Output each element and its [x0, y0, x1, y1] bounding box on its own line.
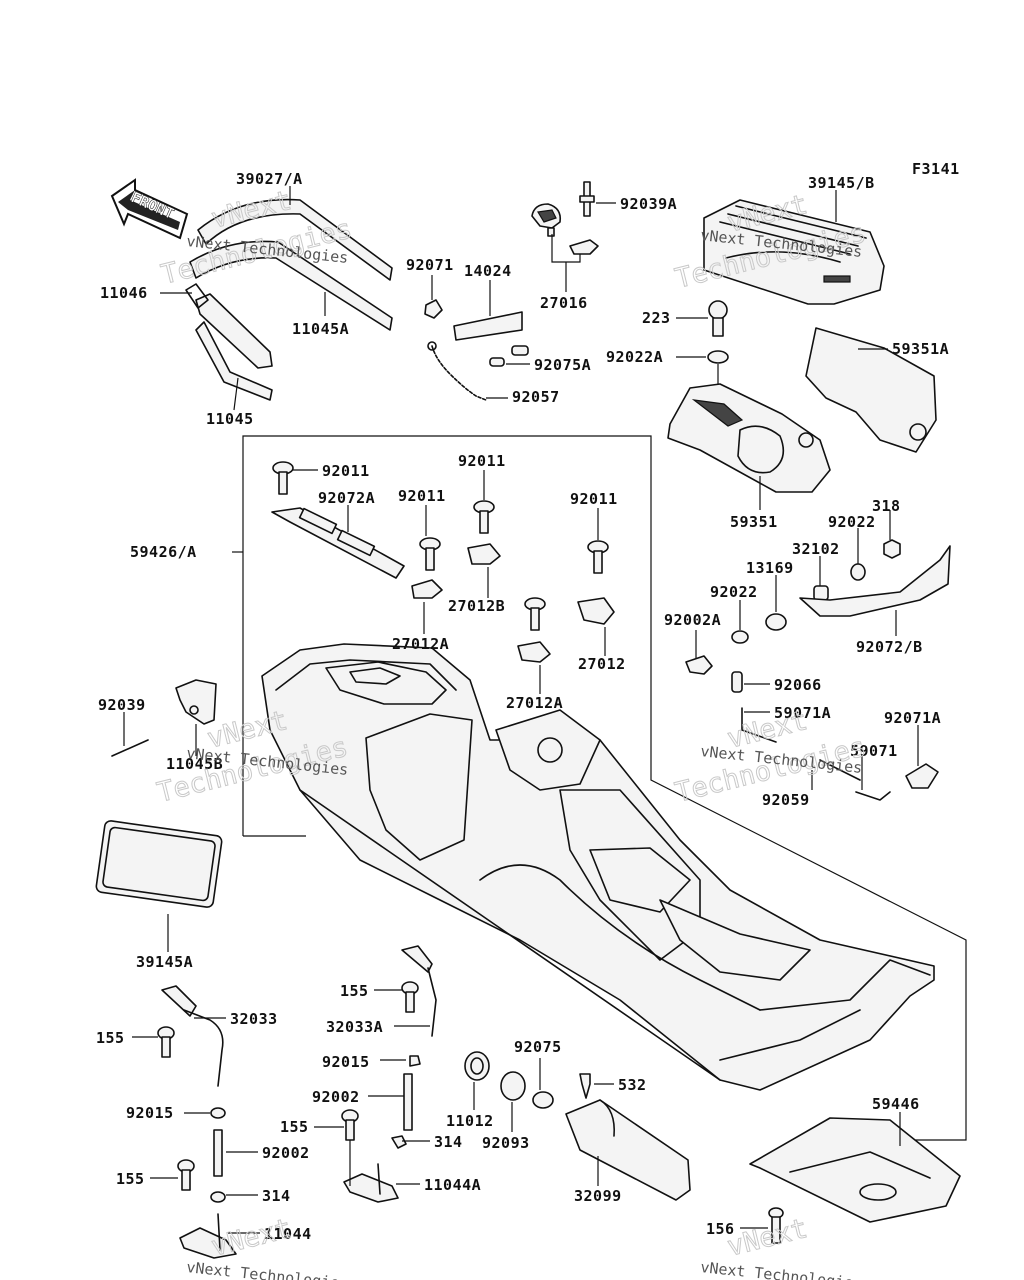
callout-14024: 14024 [464, 262, 512, 280]
callout-59426-a: 59426/A [130, 543, 197, 561]
callout-92059: 92059 [762, 791, 810, 809]
callout-223: 223 [642, 309, 671, 327]
right-hardware [685, 539, 951, 801]
callout-155-a: 155 [340, 982, 369, 1000]
callout-532: 532 [618, 1076, 647, 1094]
callout-59071a: 59071A [774, 704, 831, 722]
callout-92011-a: 92011 [322, 462, 370, 480]
callout-92022-lower: 92022 [710, 583, 758, 601]
latch-parts [531, 181, 599, 255]
bottom-hardware [157, 945, 961, 1259]
callout-11045b: 11045B [166, 755, 223, 773]
svg-text:vNext Technologies: vNext Technologies [186, 1258, 350, 1280]
figure-code: F3141 [912, 160, 960, 178]
callout-11044: 11044 [264, 1225, 312, 1243]
callout-92011-d: 92011 [570, 490, 618, 508]
steering-cover-parts [667, 199, 937, 493]
callout-59351: 59351 [730, 513, 778, 531]
callout-labels: 39027/A 11046 11045A 11045 92071 14024 9… [96, 170, 949, 1243]
svg-text:vNext: vNext [208, 185, 294, 235]
callout-92022-upper: 92022 [828, 513, 876, 531]
callout-92011-c: 92011 [458, 452, 506, 470]
leader-lines-bottom [132, 989, 901, 1234]
callout-59446: 59446 [872, 1095, 920, 1113]
callout-27012a-upper: 27012A [392, 635, 449, 653]
assembly-frame [242, 435, 967, 1141]
leader-lines-fasteners [292, 469, 606, 694]
callout-92057: 92057 [512, 388, 560, 406]
callout-92002-b: 92002 [262, 1144, 310, 1162]
deck-fasteners [271, 461, 615, 663]
callout-11045: 11045 [206, 410, 254, 428]
callout-92011-b: 92011 [398, 487, 446, 505]
seat-lock-parts [424, 299, 529, 401]
callout-92072-b: 92072/B [856, 638, 923, 656]
callout-32033: 32033 [230, 1010, 278, 1028]
callout-318: 318 [872, 497, 901, 515]
callout-92002-a: 92002 [312, 1088, 360, 1106]
callout-59071: 59071 [850, 742, 898, 760]
callout-11045a: 11045A [292, 320, 349, 338]
callout-92071: 92071 [406, 256, 454, 274]
callout-155-c: 155 [280, 1118, 309, 1136]
callout-92072a: 92072A [318, 489, 375, 507]
leader-lines-top-left [160, 186, 326, 411]
left-side-parts [95, 679, 223, 908]
leader-lines-right [695, 510, 919, 790]
grab-rail-parts [185, 198, 393, 401]
callout-32099: 32099 [574, 1187, 622, 1205]
callout-27012: 27012 [578, 655, 626, 673]
callout-32033a: 32033A [326, 1018, 383, 1036]
callout-92075: 92075 [514, 1038, 562, 1056]
leader-lines-seat [431, 275, 530, 399]
front-arrow-icon: FRONT [110, 178, 189, 240]
callout-39145a: 39145A [136, 953, 193, 971]
callout-39145-b: 39145/B [808, 174, 875, 192]
callout-92075a: 92075A [534, 356, 591, 374]
callout-92066: 92066 [774, 676, 822, 694]
hull-deck [261, 643, 935, 1091]
callout-27012a-lower: 27012A [506, 694, 563, 712]
leader-lines-left [123, 712, 197, 952]
callout-314-b: 314 [262, 1187, 291, 1205]
callout-92039a: 92039A [620, 195, 677, 213]
callout-39027-a: 39027/A [236, 170, 303, 188]
callout-156: 156 [706, 1220, 735, 1238]
callout-27016: 27016 [540, 294, 588, 312]
callout-92039: 92039 [98, 696, 146, 714]
callout-11012: 11012 [446, 1112, 494, 1130]
callout-92002a: 92002A [664, 611, 721, 629]
callout-314-a: 314 [434, 1133, 463, 1151]
callout-13169: 13169 [746, 559, 794, 577]
svg-text:vNext Technologies: vNext Technologies [700, 1258, 864, 1280]
callout-92022a: 92022A [606, 348, 663, 366]
callout-92015-b: 92015 [126, 1104, 174, 1122]
leader-lines-latch [551, 202, 616, 292]
callout-59351a: 59351A [892, 340, 949, 358]
callout-11044a: 11044A [424, 1176, 481, 1194]
callout-92071a: 92071A [884, 709, 941, 727]
callout-92015-a: 92015 [322, 1053, 370, 1071]
svg-text:vNext: vNext [208, 1213, 294, 1263]
callout-11046: 11046 [100, 284, 148, 302]
callout-92093: 92093 [482, 1134, 530, 1152]
callout-155-b: 155 [96, 1029, 125, 1047]
leader-lines-steering [676, 190, 888, 510]
callout-32102: 32102 [792, 540, 840, 558]
callout-155-d: 155 [116, 1170, 145, 1188]
callout-27012b: 27012B [448, 597, 505, 615]
svg-text:vNext: vNext [724, 1213, 810, 1263]
